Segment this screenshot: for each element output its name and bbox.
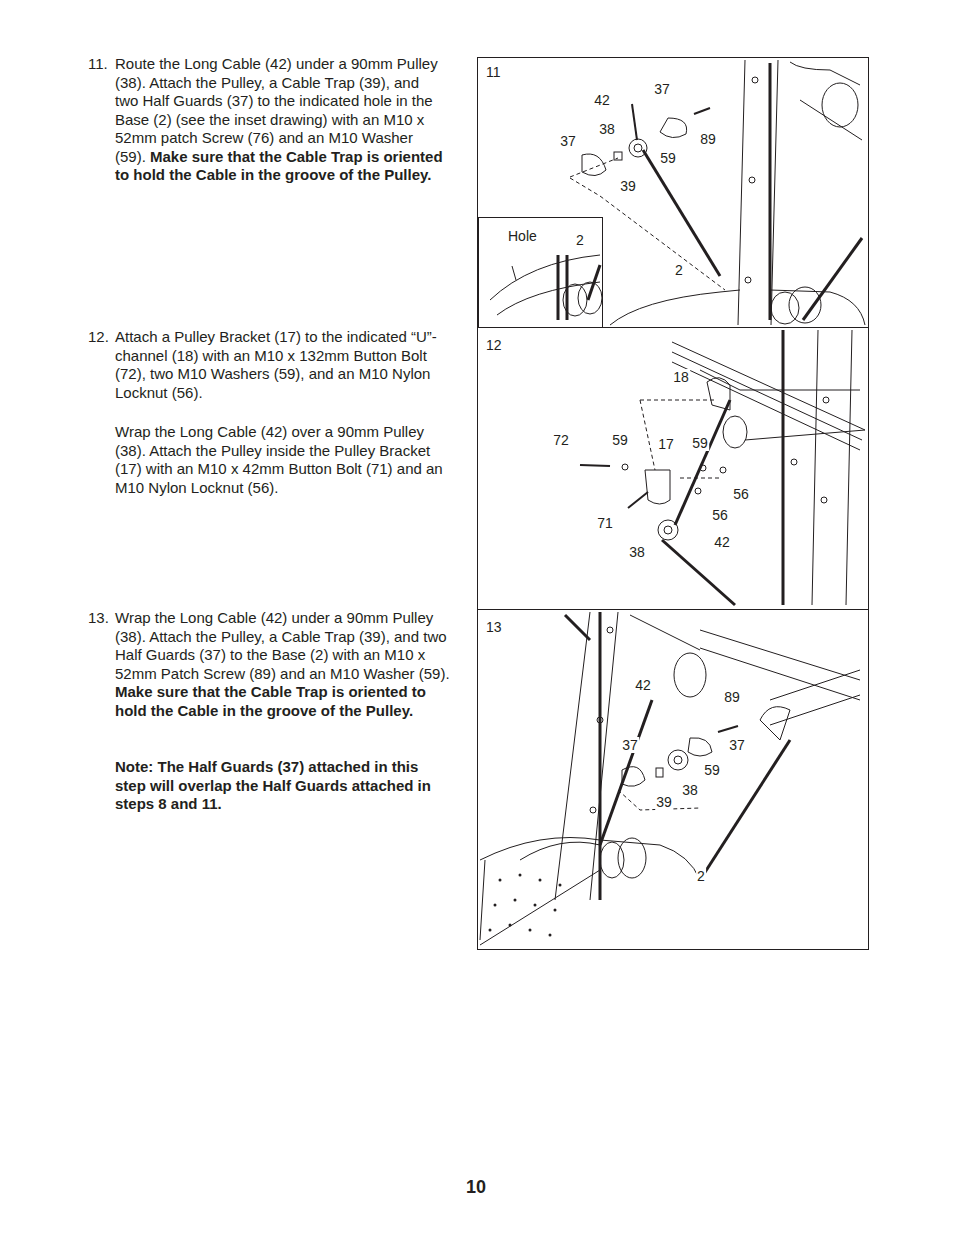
callout-number: 37 (728, 737, 746, 753)
callout-number: 71 (596, 515, 614, 531)
step13-art (480, 612, 860, 945)
callout-number: 42 (593, 92, 611, 108)
callout-number: 89 (723, 689, 741, 705)
instruction: Wrap the Long Cable (42) over a 90mm Pul… (115, 423, 443, 496)
panel-label: 12 (486, 337, 502, 353)
step-number: 13. (88, 609, 109, 628)
callout-number: 38 (628, 544, 646, 560)
instruction: Attach a Pulley Bracket (17) to the indi… (115, 328, 437, 401)
step-number: 11. (88, 55, 108, 74)
instruction-text: Wrap the Long Cable (42) under a 90mm Pu… (115, 609, 450, 720)
callout-number: 72 (552, 432, 570, 448)
callout-number: 59 (703, 762, 721, 778)
panel-label: 13 (486, 619, 502, 635)
callout-number: 56 (732, 486, 750, 502)
callout-number: 59 (659, 150, 677, 166)
callout-number: 37 (653, 81, 671, 97)
step11-art (490, 60, 865, 325)
callout-number: 18 (672, 369, 690, 385)
callout-number: 89 (699, 131, 717, 147)
callout-number: 39 (655, 794, 673, 810)
instruction-text: Note: The Half Guards (37) attached in t… (115, 758, 450, 814)
callout-number: 38 (598, 121, 616, 137)
instruction-text: Attach a Pulley Bracket (17) to the indi… (115, 328, 450, 402)
callout-number: 59 (691, 435, 709, 451)
callout-number: 42 (713, 534, 731, 550)
step-panel: 13 (477, 609, 869, 950)
callout-number: 42 (634, 677, 652, 693)
inset-drawing: Hole 2 (478, 217, 603, 328)
callout-number: 37 (621, 737, 639, 753)
page-number: 10 (466, 1177, 486, 1198)
instruction-text: Wrap the Long Cable (42) over a 90mm Pul… (115, 423, 450, 497)
callout-number: 2 (674, 262, 684, 278)
panel-label: 11 (486, 64, 501, 80)
callout-number: 56 (711, 507, 729, 523)
bold-instruction: Make sure that the Cable Trap is oriente… (115, 148, 443, 184)
instruction: Wrap the Long Cable (42) under a 90mm Pu… (115, 609, 450, 682)
panel-label: Hole (508, 228, 537, 244)
callout-number: 37 (559, 133, 577, 149)
callout-number: 59 (611, 432, 629, 448)
callout-number: 2 (696, 868, 706, 884)
callout-number: 38 (681, 782, 699, 798)
instruction-text: Route the Long Cable (42) under a 90mm P… (115, 55, 445, 185)
callout-number: 39 (619, 178, 637, 194)
bold-instruction: Make sure that the Cable Trap is oriente… (115, 683, 426, 719)
bold-instruction: Note: The Half Guards (37) attached in t… (115, 758, 431, 812)
callout-number: 17 (657, 436, 675, 452)
panel-label: 2 (576, 232, 584, 248)
step12-art (580, 330, 865, 605)
step-number: 12. (88, 328, 109, 347)
step-panel: 11Hole 2 (477, 57, 869, 328)
